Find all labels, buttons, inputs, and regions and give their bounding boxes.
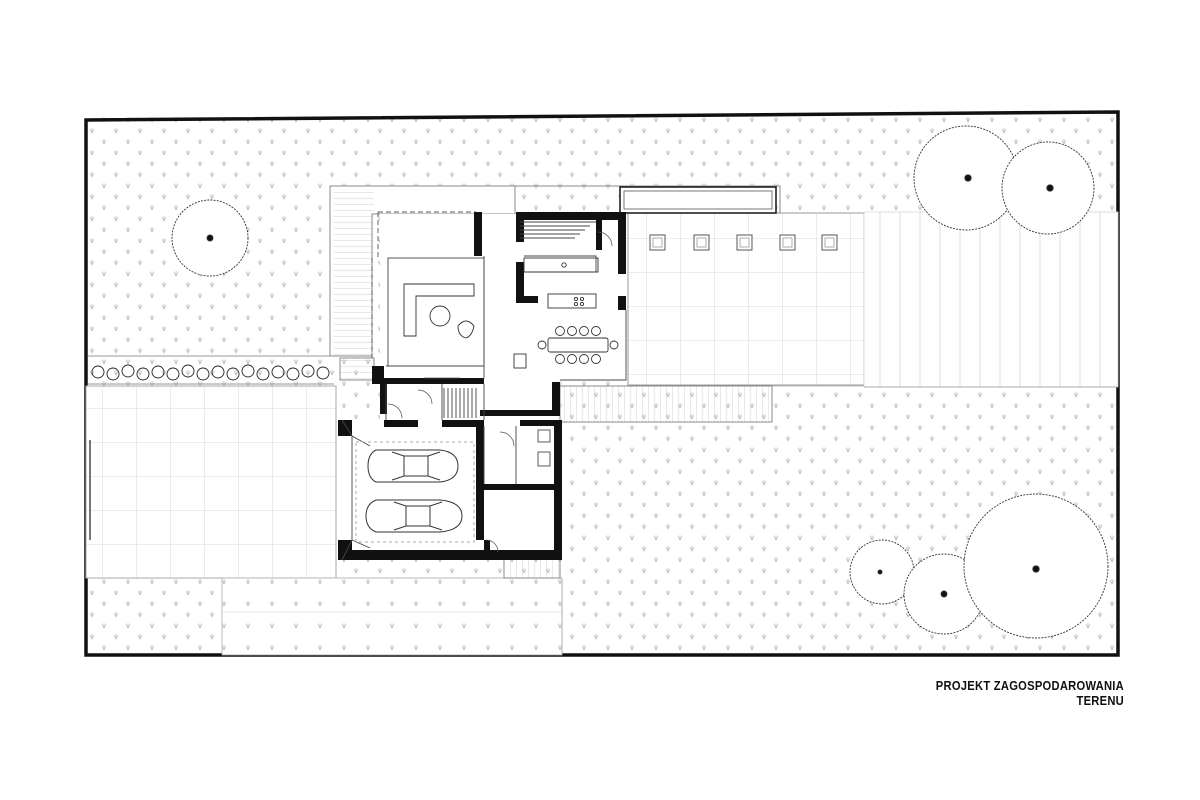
lower-lawn xyxy=(221,577,563,656)
terrace-paving xyxy=(627,212,865,386)
tree-group-bottom-right xyxy=(849,493,1109,639)
driveway-paving xyxy=(85,385,337,579)
house-floor-plan xyxy=(338,211,627,561)
trees xyxy=(171,125,1109,639)
tree-left xyxy=(171,199,249,277)
tree-group-top-right xyxy=(913,125,1095,235)
hedge-row xyxy=(88,355,334,385)
drawing-title: PROJEKT ZAGOSPODAROWANIA TERENU xyxy=(935,678,1124,708)
garage-cars xyxy=(355,441,475,543)
lawn-strips xyxy=(863,211,1119,388)
wooden-deck xyxy=(329,185,781,357)
